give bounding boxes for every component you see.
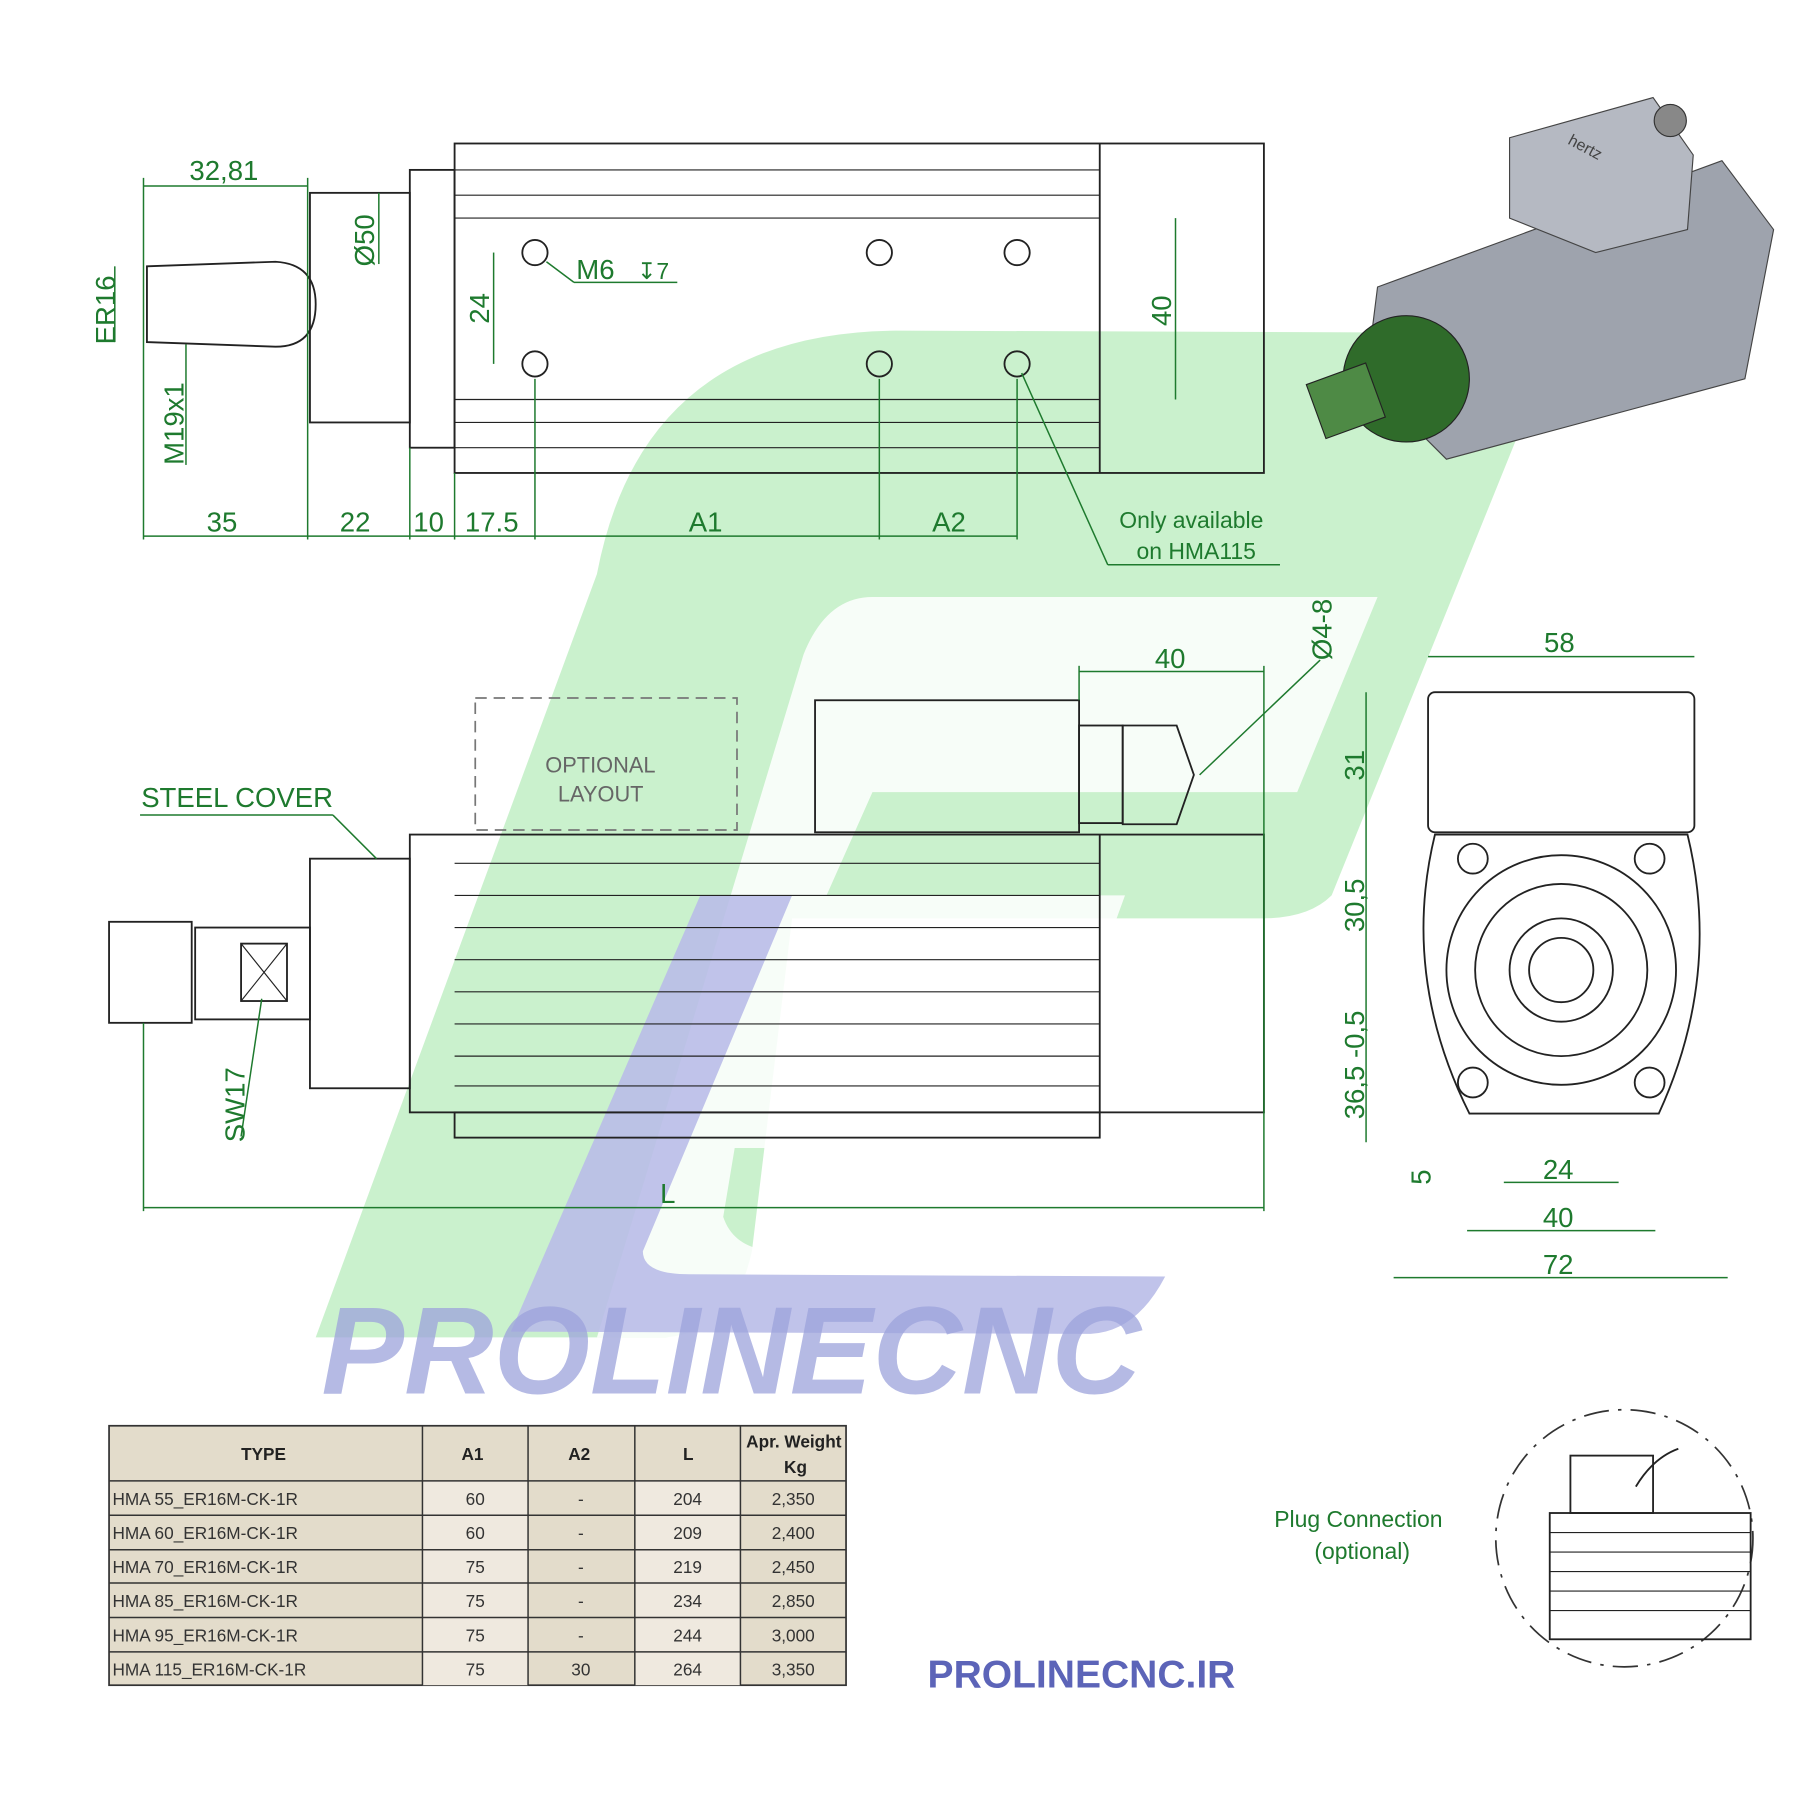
watermark-text: PROLINECNC [321,1283,1142,1421]
note-only-available: Only available [1119,507,1263,533]
dim-17-5: 17.5 [465,507,519,538]
dim-sw17: SW17 [220,1067,251,1142]
plug-connection-detail: Plug Connection (optional) [1274,1408,1754,1668]
dim-er16: ER16 [90,275,121,344]
table-row: HMA 60_ER16M-CK-1R 60 - 209 2,400 [113,1523,815,1543]
table-cell: 30 [571,1659,590,1679]
table-cell: 2,850 [772,1591,815,1611]
header-weight: Apr. Weight [746,1432,842,1452]
plug-connection-label: Plug Connection [1274,1506,1442,1532]
dim-a2: A2 [932,507,966,538]
table-cell: 204 [673,1489,702,1509]
dim-58: 58 [1544,627,1575,658]
table-cell: - [578,1591,584,1611]
table-cell: 234 [673,1591,702,1611]
table-cell: 75 [466,1659,485,1679]
front-view: 58 31 30,5 36,5 -0,5 5 24 40 72 [1339,627,1728,1280]
top-view: 32,81 Ø50 ER16 M19x1 M6 ↧7 24 40 35 22 1… [90,142,1280,566]
header-a1: A1 [461,1444,483,1464]
header-type: TYPE [241,1444,286,1464]
table-cell: - [578,1489,584,1509]
table-cell: HMA 70_ER16M-CK-1R [113,1557,298,1577]
table-cell: HMA 60_ER16M-CK-1R [113,1523,298,1543]
header-kg: Kg [784,1457,807,1477]
table-cell: 244 [673,1625,702,1645]
table-cell: 75 [466,1591,485,1611]
table-cell: - [578,1523,584,1543]
dim-a1: A1 [689,507,723,538]
table-cell: HMA 95_ER16M-CK-1R [113,1625,298,1645]
spec-table: TYPE A1 A2 L Apr. Weight Kg HMA 55_ER16M… [108,1424,847,1687]
plug-optional-label: (optional) [1314,1538,1410,1564]
table-row: HMA 55_ER16M-CK-1R 60 - 204 2,350 [113,1489,815,1509]
dim-24-horizontal: 24 [1543,1154,1574,1185]
dim-diameter-50: Ø50 [349,214,380,266]
table-cell: 219 [673,1557,702,1577]
dim-m19x1: M19x1 [159,382,190,465]
table-cell: HMA 55_ER16M-CK-1R [113,1489,298,1509]
table-cell: 75 [466,1557,485,1577]
table-row: HMA 95_ER16M-CK-1R 75 - 244 3,000 [113,1625,815,1645]
table-cell: 60 [466,1489,485,1509]
dim-72: 72 [1543,1249,1574,1280]
table-cell: HMA 85_ER16M-CK-1R [113,1591,298,1611]
table-cell: 75 [466,1625,485,1645]
header-a2: A2 [568,1444,590,1464]
dim-24-vertical: 24 [464,293,495,324]
dim-m6: M6 [576,254,614,285]
table-cell: - [578,1625,584,1645]
dim-cable-gland: Ø4-8 [1307,599,1338,660]
table-cell: 3,350 [772,1659,815,1679]
dim-31: 31 [1339,750,1370,781]
dim-L: L [660,1178,675,1209]
motor-3d-render: hertz [1305,96,1775,460]
mounting-holes [521,239,1031,378]
header-l: L [683,1444,694,1464]
optional-layout-label-2: LAYOUT [558,781,644,806]
table-cell: 2,450 [772,1557,815,1577]
website-url: PROLINECNC.IR [928,1654,1236,1697]
table-row: HMA 85_ER16M-CK-1R 75 - 234 2,850 [113,1591,815,1611]
dim-5: 5 [1405,1169,1436,1184]
table-cell: 3,000 [772,1625,815,1645]
dim-32-81: 32,81 [189,155,258,186]
dim-m6-depth: ↧7 [637,258,669,284]
dim-10: 10 [413,507,444,538]
table-cell: HMA 115_ER16M-CK-1R [113,1659,307,1679]
dim-30-5: 30,5 [1339,879,1370,933]
dim-40-vertical: 40 [1146,295,1177,326]
optional-layout-label-1: OPTIONAL [545,753,655,778]
table-cell: 60 [466,1523,485,1543]
table-cell: 264 [673,1659,702,1679]
dim-22: 22 [340,507,371,538]
table-cell: 2,400 [772,1523,815,1543]
steel-cover-label: STEEL COVER [141,782,333,813]
table-cell: - [578,1557,584,1577]
dim-40-top: 40 [1155,643,1186,674]
table-cell: 2,350 [772,1489,815,1509]
dim-40-horizontal: 40 [1543,1202,1574,1233]
side-view: OPTIONAL LAYOUT STEEL COVER SW17 40 Ø4-8… [108,599,1338,1212]
note-hma115: on HMA115 [1136,538,1255,564]
dim-35: 35 [207,507,238,538]
watermark-logo: PROLINECNC [315,330,1536,1421]
dim-36-5: 36,5 -0,5 [1339,1011,1370,1120]
table-row: HMA 70_ER16M-CK-1R 75 - 219 2,450 [113,1557,815,1577]
table-row: HMA 115_ER16M-CK-1R 75 30 264 3,350 [113,1659,815,1679]
table-cell: 209 [673,1523,702,1543]
